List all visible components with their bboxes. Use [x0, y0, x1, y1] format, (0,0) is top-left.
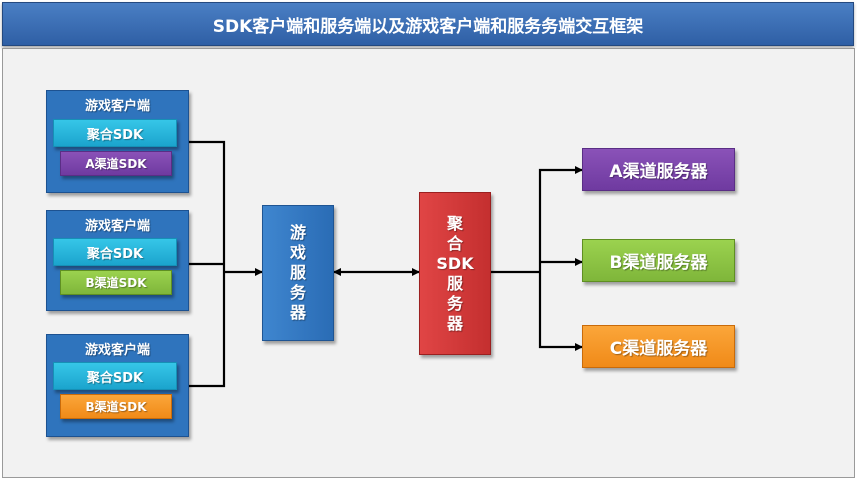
- connector-to-a-server: [538, 166, 583, 272]
- channel-sdk-box: B渠道SDK: [60, 394, 172, 419]
- diagram-title: SDK客户端和服务端以及游戏客户端和服务务端交互框架: [2, 2, 854, 46]
- aggregate-sdk-box: 聚合SDK: [53, 238, 177, 266]
- game-client-label: 游戏客户端: [84, 343, 150, 358]
- game-client-label: 游戏客户端: [84, 99, 150, 114]
- channel-b-server-box: B渠道服务器: [582, 239, 735, 282]
- game-server-label: 游戏服务器: [289, 223, 306, 322]
- aggregate-sdk-box: 聚合SDK: [53, 362, 177, 390]
- channel-a-server-box: A渠道服务器: [582, 148, 735, 191]
- channel-c-server-box: C渠道服务器: [582, 325, 735, 368]
- aggregate-sdk-box: 聚合SDK: [53, 119, 177, 147]
- game-server-box: 游戏服务器: [262, 205, 334, 341]
- connector-to-c-server: [538, 272, 583, 351]
- channel-sdk-box: B渠道SDK: [60, 270, 172, 295]
- game-client-label: 游戏客户端: [84, 219, 150, 234]
- channel-sdk-box: A渠道SDK: [60, 151, 172, 176]
